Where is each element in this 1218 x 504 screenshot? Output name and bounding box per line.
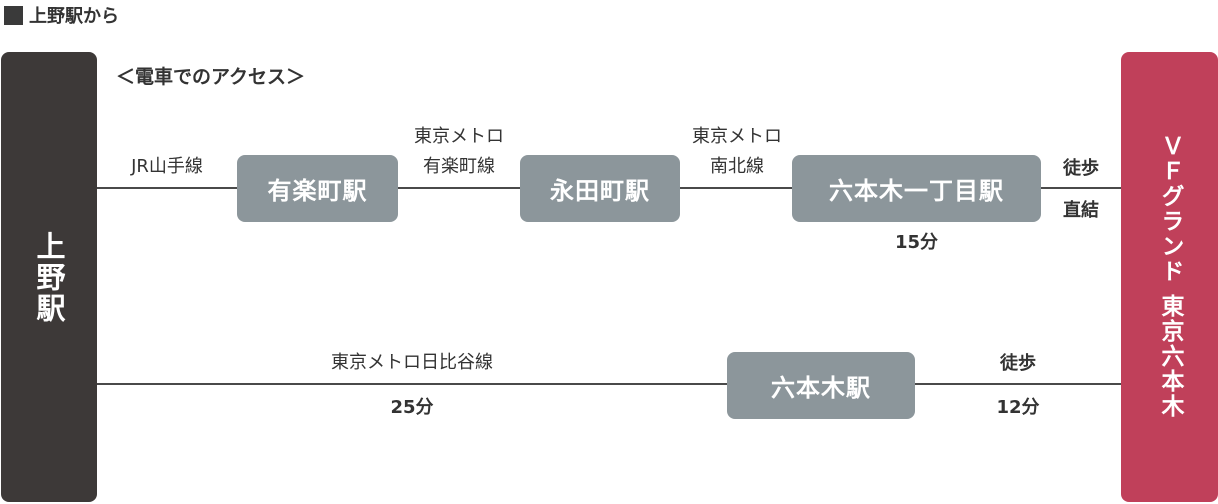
station-label: 六本木一丁目駅 xyxy=(829,177,1004,205)
square-bullet-icon xyxy=(4,5,23,25)
route1-time: 15分 xyxy=(894,232,939,253)
route1-segment2-line-bottom: 有楽町線 xyxy=(423,156,495,177)
origin-label: 上野駅 xyxy=(32,230,66,324)
origin-station-block: 上野駅 xyxy=(1,52,97,502)
header-title: 上野駅から xyxy=(29,6,119,27)
station-label: 有楽町駅 xyxy=(267,177,368,205)
route1-segment2-line-top: 東京メトロ xyxy=(414,126,504,147)
route1-station-nagatacho: 永田町駅 xyxy=(520,155,680,222)
route2-line xyxy=(97,383,1121,385)
route1-station-yurakucho: 有楽町駅 xyxy=(237,155,398,222)
route2-walk-time: 12分 xyxy=(996,397,1040,418)
section-header: 上野駅から xyxy=(4,2,119,28)
destination-block: ＶＦグランド 東京六本木 xyxy=(1121,52,1218,502)
destination-label: ＶＦグランド 東京六本木 xyxy=(1157,134,1183,420)
route1-segment1-line-label: JR山手線 xyxy=(131,156,203,177)
route1-walk-label: 徒歩 xyxy=(1063,158,1099,179)
route2-segment1-time: 25分 xyxy=(390,397,434,418)
access-subtitle: ＜電車でのアクセス＞ xyxy=(116,66,306,88)
route1-direct-label: 直結 xyxy=(1063,200,1099,221)
route2-segment1-line-label: 東京メトロ日比谷線 xyxy=(331,352,493,373)
route1-station-roppongi-itchome: 六本木一丁目駅 xyxy=(792,155,1041,222)
route2-station-roppongi: 六本木駅 xyxy=(727,352,915,419)
station-label: 六本木駅 xyxy=(771,374,871,402)
route1-segment3-line-bottom: 南北線 xyxy=(710,156,764,177)
route1-segment3-line-top: 東京メトロ xyxy=(692,126,782,147)
station-label: 永田町駅 xyxy=(550,177,650,205)
route2-walk-label: 徒歩 xyxy=(1000,353,1036,374)
